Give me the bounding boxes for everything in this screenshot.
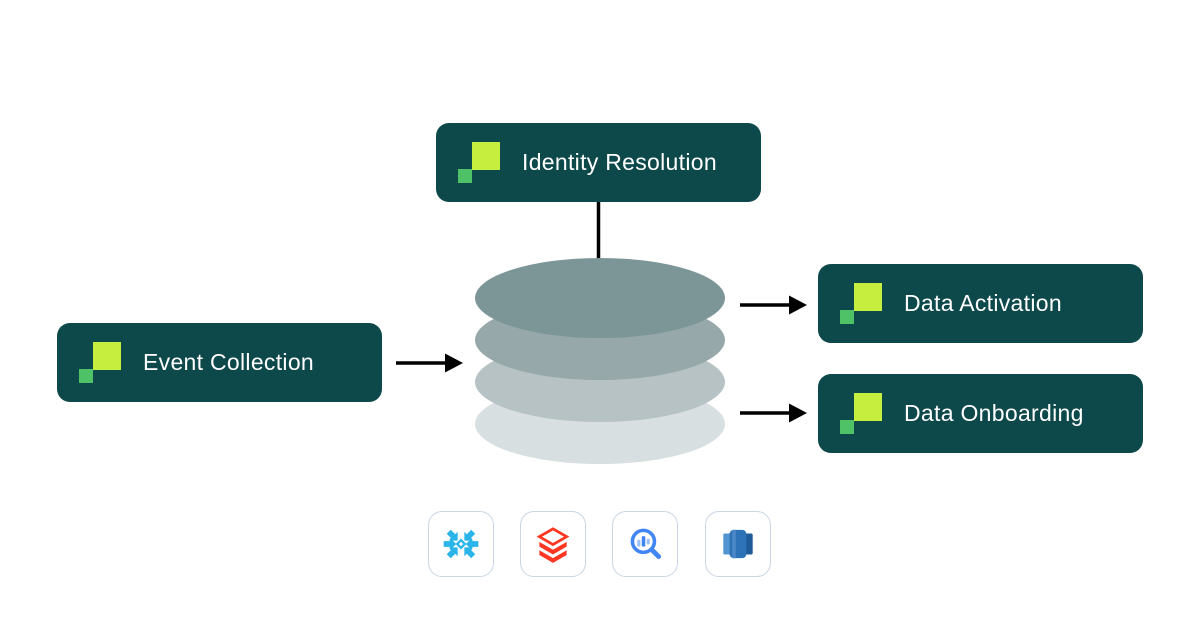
logo-lime-square: [472, 141, 500, 170]
warehouse-tile-snowflake: [428, 511, 494, 577]
logo-lime-square: [93, 341, 121, 370]
logo-green-square: [840, 309, 854, 324]
warehouse-tile-databricks: [520, 511, 586, 577]
node-label-event-collection: Event Collection: [143, 349, 314, 375]
node-data-onboarding: Data Onboarding: [818, 374, 1143, 453]
brand-logo-icon: [79, 341, 121, 384]
brand-logo-icon: [840, 282, 882, 325]
arrow-event-to-stack: [396, 353, 463, 373]
logo-green-square: [840, 419, 854, 434]
warehouse-tile-bigquery: [612, 511, 678, 577]
logo-green-square: [79, 368, 93, 383]
brand-logo-icon: [458, 141, 500, 184]
brand-logo-icon: [840, 392, 882, 435]
node-label-data-activation: Data Activation: [904, 290, 1062, 316]
bigquery-icon: [630, 528, 662, 560]
node-data-activation: Data Activation: [818, 264, 1143, 343]
node-label-data-onboarding: Data Onboarding: [904, 400, 1084, 426]
databricks-icon: [536, 527, 570, 563]
redshift-icon: [723, 529, 753, 559]
arrow-stack-to-activation: [740, 295, 807, 315]
logo-green-square: [458, 168, 472, 183]
logo-lime-square: [854, 392, 882, 421]
logo-lime-square: [854, 282, 882, 311]
node-identity-resolution: Identity Resolution: [436, 123, 761, 202]
snowflake-icon: [443, 529, 479, 559]
warehouse-tile-redshift: [705, 511, 771, 577]
node-event-collection: Event Collection: [57, 323, 382, 402]
stack-layer-1: [475, 258, 725, 338]
arrow-stack-to-onboarding: [740, 403, 807, 423]
node-label-identity-resolution: Identity Resolution: [522, 149, 717, 175]
